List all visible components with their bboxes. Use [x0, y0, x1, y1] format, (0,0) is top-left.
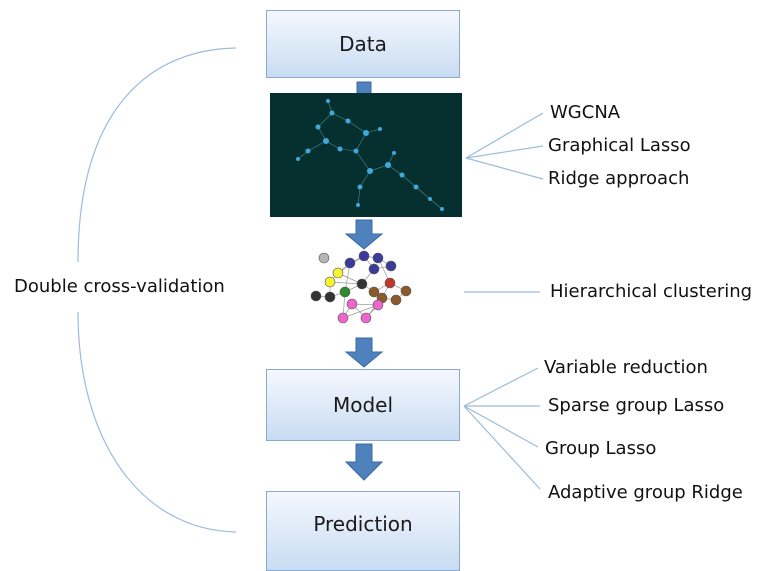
data-box-label: Data	[339, 32, 387, 56]
model-box: Model	[266, 369, 460, 441]
label-wgcna: WGCNA	[550, 102, 621, 123]
connector-group-lasso	[463, 405, 539, 448]
connector-ridge	[465, 157, 544, 180]
label-sparse-group-lasso: Sparse group Lasso	[548, 395, 725, 416]
label-group-lasso: Group Lasso	[545, 438, 657, 459]
prediction-box-label: Prediction	[313, 512, 413, 536]
connector-graphical-lasso	[465, 145, 544, 159]
label-hierarchical-clustering: Hierarchical clustering	[550, 281, 753, 302]
label-double-cross-validation: Double cross-validation	[14, 276, 225, 297]
arrow-model-prediction	[344, 443, 384, 481]
cv-bracket-upper	[77, 47, 237, 263]
network-graph	[296, 99, 444, 211]
cv-bracket-lower	[77, 311, 237, 533]
model-box-label: Model	[332, 393, 394, 417]
label-graphical-lasso: Graphical Lasso	[548, 135, 691, 156]
connector-variable-reduction	[463, 367, 539, 407]
connector-adaptive-group-ridge	[463, 405, 541, 490]
arrow-network-cluster	[344, 219, 384, 250]
label-ridge-approach: Ridge approach	[548, 168, 690, 189]
cluster-nodes	[310, 250, 412, 324]
connector-wgcna	[465, 112, 544, 159]
prediction-box: Prediction	[266, 491, 460, 571]
label-adaptive-group-ridge: Adaptive group Ridge	[548, 482, 743, 503]
network-image	[270, 93, 462, 217]
label-variable-reduction: Variable reduction	[544, 357, 708, 378]
arrow-cluster-model	[344, 337, 384, 368]
data-box: Data	[266, 10, 460, 78]
